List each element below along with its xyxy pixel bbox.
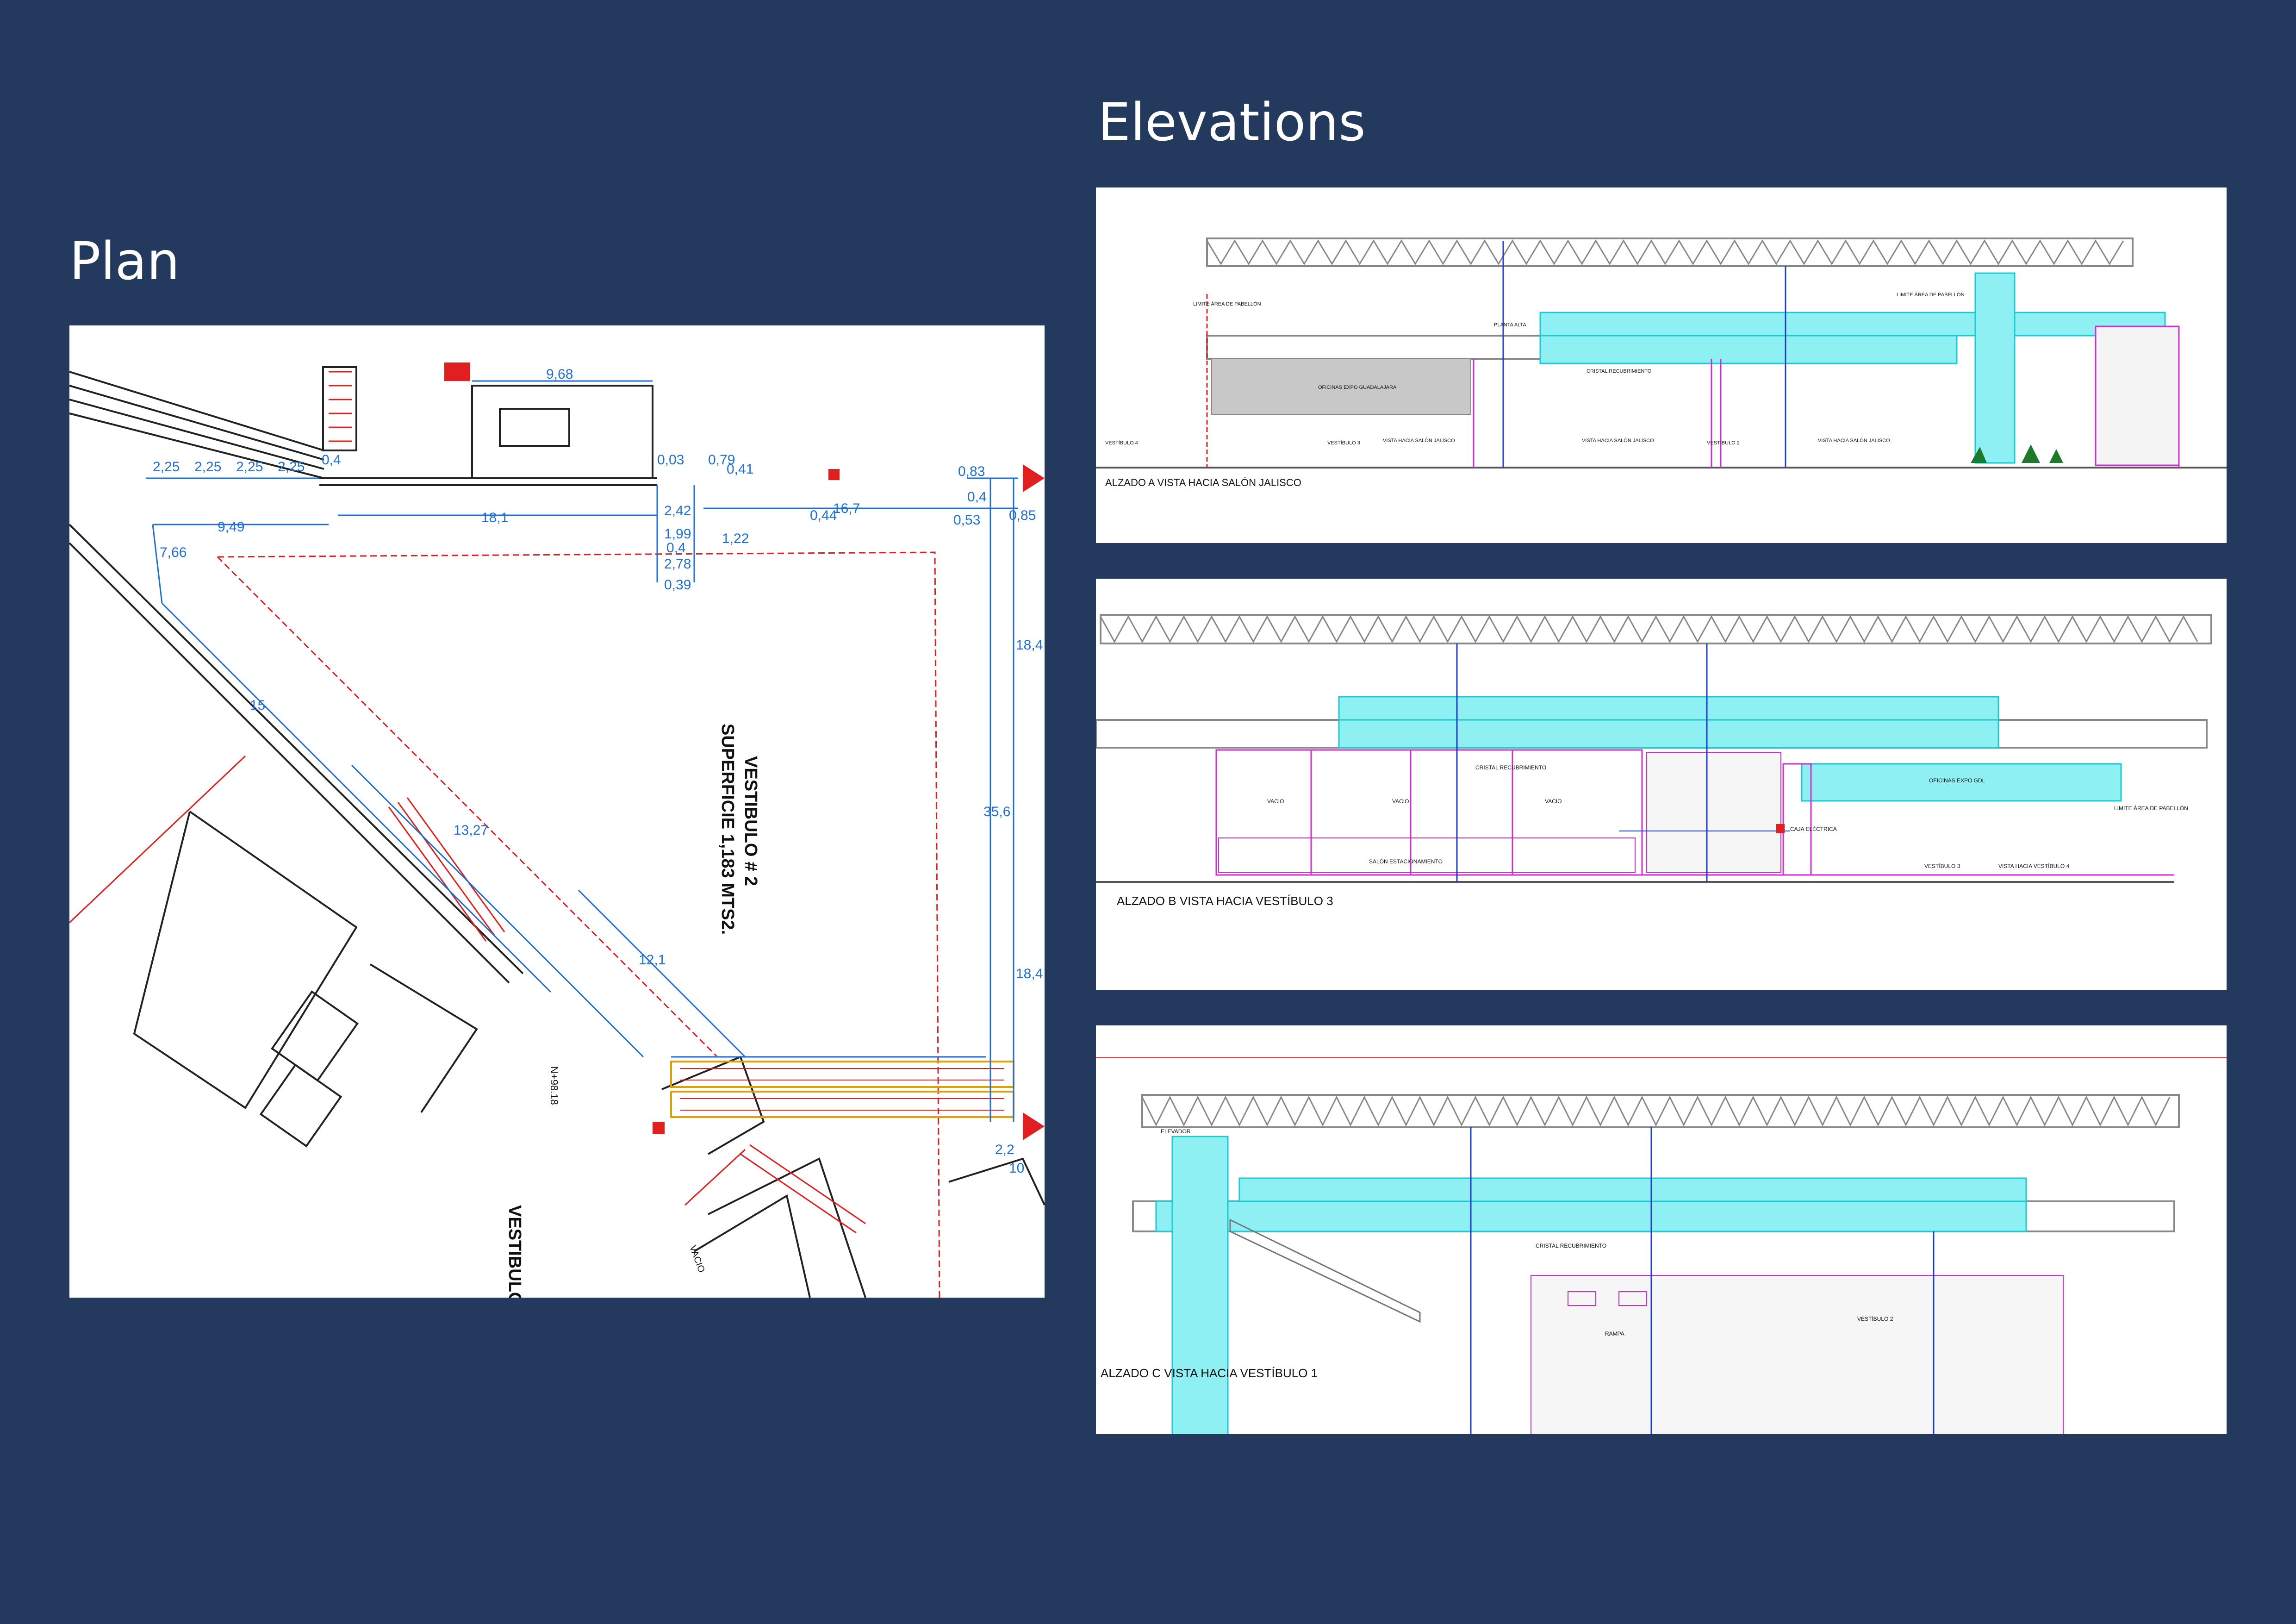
elev-label: VACIO: [1267, 798, 1284, 805]
vestibule-1-label: VESTIBULO # 1: [505, 1205, 524, 1298]
elev-label: LIMITE ÁREA DE PABELLÓN: [1897, 292, 1965, 298]
dim-text: 9,68: [546, 367, 573, 382]
elev-label: VACIO: [1392, 798, 1409, 805]
elev-label: LIMITE ÁREA DE PABELLÓN: [2114, 805, 2188, 812]
area-label: SUPERFICIE 1,183 MTS2.: [718, 724, 737, 935]
dim-text: 7,66: [160, 545, 187, 560]
dim-text: 2,25: [153, 459, 180, 475]
dim-text: 0,79: [708, 452, 735, 468]
elev-label: CRISTAL RECUBRIMIENTO: [1587, 369, 1652, 374]
dim-text: 0,83: [958, 464, 985, 479]
elev-label: VISTA HACIA SALÓN JALISCO: [1582, 437, 1654, 443]
dim-text: 0,4: [967, 489, 987, 505]
dim-text: 12,1: [639, 952, 666, 968]
elev-label: VACIO: [1545, 798, 1562, 805]
dim-text: 0,53: [953, 512, 980, 528]
dim-text: 10: [1009, 1161, 1024, 1176]
elev-label: VESTÍBULO 2: [1857, 1315, 1893, 1322]
elev-label: ELEVADOR: [1161, 1128, 1191, 1135]
plan-drawing: 9,68 2,25 2,25 2,25 2,25 0,4 9,49 18,1 7…: [69, 325, 1045, 1298]
elev-label: VESTÍBULO 4: [1105, 440, 1138, 446]
elevation-b-caption: ALZADO B VISTA HACIA VESTÍBULO 3: [1117, 894, 1333, 908]
elevation-b-drawing: CRISTAL RECUBRIMIENTO OFICINAS EXPO GDL …: [1096, 579, 2227, 990]
elevation-a-drawing: LIMITE ÁREA DE PABELLÓN PLANTA ALTA OFIC…: [1096, 187, 2227, 543]
elev-label: PLANTA ALTA: [1494, 322, 1526, 328]
dim-text: 18,4: [1016, 966, 1043, 981]
room-label: VESTIBULO # 2: [741, 756, 760, 886]
dim-text: 13,27: [454, 823, 488, 838]
dim-text: 35,6: [983, 804, 1010, 819]
elev-label: OFICINAS EXPO GDL: [1929, 777, 1985, 784]
dim-text: 1,22: [722, 531, 749, 546]
level-label: N+98.18: [548, 1066, 560, 1105]
dim-text: 0,03: [657, 452, 684, 468]
elev-label: VISTA HACIA SALÓN JALISCO: [1383, 437, 1455, 443]
elev-label: CAJA ELÉCTRICA: [1790, 825, 1837, 832]
dim-text: 2,2: [995, 1142, 1014, 1157]
dim-text: 2,25: [278, 459, 305, 475]
dim-text: 2,25: [194, 459, 221, 475]
dim-text: 0,4: [322, 452, 341, 468]
void-label: VACIO: [687, 1244, 706, 1274]
dim-text: 2,78: [664, 556, 691, 572]
elev-label: VESTÍBULO 2: [1707, 440, 1740, 446]
plan-cad-svg: 9,68 2,25 2,25 2,25 2,25 0,4 9,49 18,1 7…: [69, 362, 1045, 1298]
elev-label: OFICINAS EXPO GUADALAJARA: [1318, 385, 1397, 390]
elevation-c-caption: ALZADO C VISTA HACIA VESTÍBULO 1: [1101, 1366, 1318, 1380]
elev-label: VESTÍBULO 3: [1327, 440, 1360, 446]
dim-text: 16,7: [833, 501, 860, 516]
dim-text: 15: [250, 698, 265, 713]
dim-text: 0,85: [1009, 508, 1036, 523]
elevation-a-caption: ALZADO A VISTA HACIA SALÓN JALISCO: [1105, 477, 1301, 488]
elev-label: LIMITE ÁREA DE PABELLÓN: [1193, 301, 1261, 307]
dim-text: 0,44: [810, 508, 837, 523]
elev-label: CRISTAL RECUBRIMIENTO: [1475, 764, 1546, 771]
dim-text: 9,49: [218, 519, 244, 535]
dim-text: 0,39: [664, 577, 691, 593]
plan-heading: Plan: [69, 231, 180, 292]
elev-label: VISTA HACIA VESTÍBULO 4: [1998, 862, 2069, 869]
elevation-c-drawing: ELEVADOR CRISTAL RECUBRIMIENTO VESTÍBULO…: [1096, 1025, 2227, 1434]
elev-label: VISTA HACIA SALÓN JALISCO: [1818, 437, 1890, 443]
dim-text: 2,25: [236, 459, 263, 475]
dim-text: 0,41: [727, 462, 753, 477]
elev-label: SALÓN ESTACIONAMIENTO: [1369, 858, 1443, 865]
elev-label: VESTÍBULO 3: [1924, 862, 1960, 869]
dim-text: 2,42: [664, 503, 691, 518]
elev-label: RAMPA: [1605, 1330, 1624, 1337]
dim-text: 18,4: [1016, 637, 1043, 653]
elevations-heading: Elevations: [1098, 93, 1366, 153]
dim-text: 1,99: [664, 526, 691, 542]
dim-text: 18,1: [481, 510, 508, 525]
dim-text: 0,4: [666, 540, 686, 556]
elev-label: CRISTAL RECUBRIMIENTO: [1536, 1243, 1606, 1249]
